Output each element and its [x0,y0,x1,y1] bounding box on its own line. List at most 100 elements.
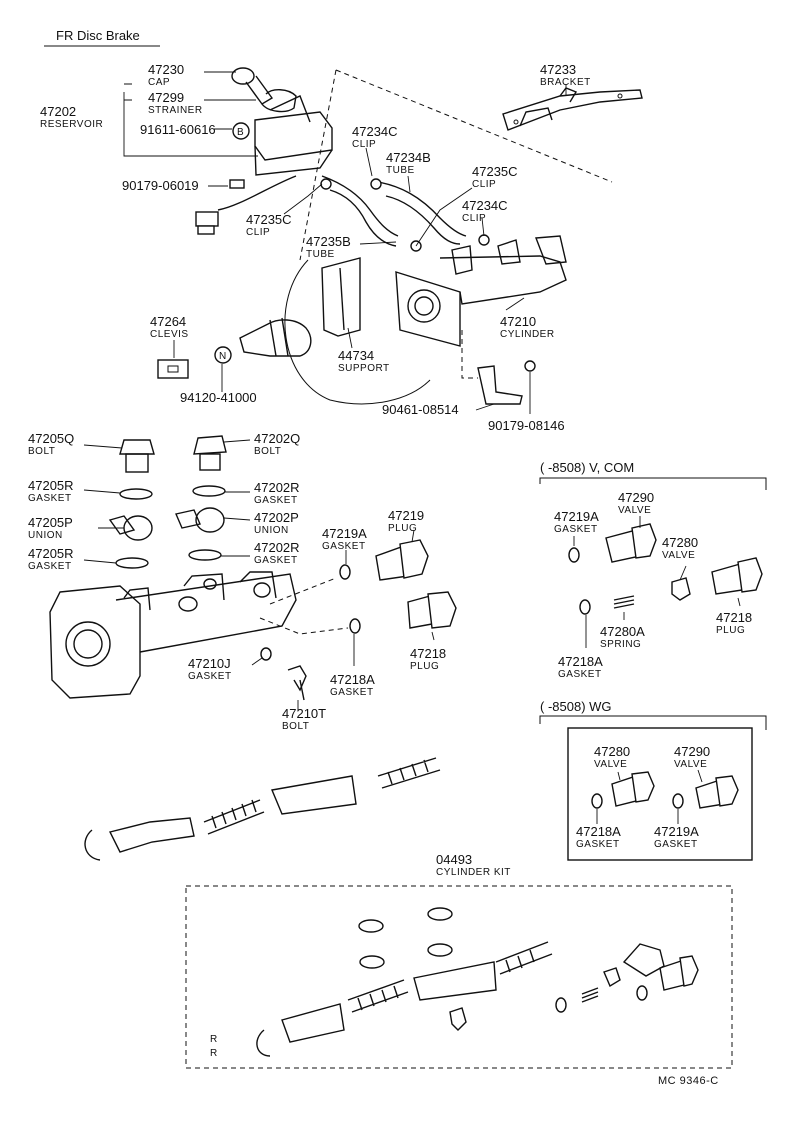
part-name-valve: VALVE [674,759,707,770]
svg-text:R: R [210,1048,218,1059]
bracket-drawing [502,87,643,131]
part-name-gasket: GASKET [28,493,72,504]
part-name-plug: PLUG [716,625,745,636]
group-bracket-wg [539,715,767,730]
mc-dash-1 [269,577,337,605]
footer-code: MC 9346-C [658,1075,719,1087]
part-name-tube: TUBE [306,249,335,260]
part-number-47218: 47218 [410,646,446,661]
reservoir-drawing [195,67,333,235]
part-name-support: SUPPORT [338,363,390,374]
part-number-47219a: 47219A [654,824,699,839]
part-number-47290: 47290 [618,490,654,505]
part-number-47299: 47299 [148,90,184,105]
part-number-44734: 44734 [338,348,374,363]
part-number-47219: 47219 [388,508,424,523]
part-number-47230: 47230 [148,62,184,77]
part-name-gasket: GASKET [254,555,298,566]
part-number-47205r: 47205R [28,546,74,561]
vcom-parts-drawing [568,523,763,615]
mount-dash-line [461,330,478,379]
part-name-reservoir: RESERVOIR [40,119,103,130]
part-name-gasket: GASKET [254,495,298,506]
part-name-bolt: BOLT [282,721,309,732]
wg-box [567,727,753,861]
part-number-47218a: 47218A [576,824,621,839]
part-name-gasket: GASKET [322,541,366,552]
part-name-gasket: GASKET [554,524,598,535]
bracket-dash-line-2 [299,69,337,261]
part-number-47218a: 47218A [330,672,375,687]
cylinder-kit-drawing: R R [210,907,699,1059]
part-number-47205r: 47205R [28,478,74,493]
part-number-47264: 47264 [150,314,186,329]
part-name-union: UNION [28,530,63,541]
bracket-dash-line [335,69,613,183]
part-name-clip: CLIP [472,179,496,190]
booster-drawing [239,235,567,405]
part-name-spring: SPRING [600,639,641,650]
part-name-tube: TUBE [386,165,415,176]
part-number-47210j: 47210J [188,656,231,671]
part-number-47290: 47290 [674,744,710,759]
part-number-47202p: 47202P [254,510,299,525]
part-number-47280a: 47280A [600,624,645,639]
part-name-cylinder-kit: CYLINDER KIT [436,867,511,878]
callout-b: B [237,127,244,138]
part-name-valve: VALVE [618,505,651,516]
hose-drawing [320,175,490,252]
part-name-bolt: BOLT [28,446,55,457]
wg-parts-drawing [591,771,739,809]
part-name-gasket: GASKET [28,561,72,572]
part-name-gasket: GASKET [654,839,698,850]
pistons-springs-drawing [84,757,441,861]
bolts-and-unions-drawing [108,435,227,569]
group-bracket-vcom [539,477,767,490]
part-number-47202q: 47202Q [254,431,300,446]
part-number-04493: 04493 [436,852,472,867]
group-label-wg: ( -8508) WG [540,699,612,714]
part-number-47210: 47210 [500,314,536,329]
part-name-gasket: GASKET [576,839,620,850]
part-name-clip: CLIP [246,227,270,238]
callout-circle-n [214,346,232,364]
leader-lines [83,71,741,824]
part-number-47202r: 47202R [254,540,300,555]
mc-dash-2 [259,617,349,635]
callout-n: N [219,351,227,362]
master-cylinder-drawing [49,571,297,699]
part-name-gasket: GASKET [188,671,232,682]
group-label-vcom: ( -8508) V, COM [540,460,634,475]
clevis-drawing [157,359,189,379]
part-number-47205q: 47205Q [28,431,74,446]
part-number-47235b: 47235B [306,234,351,249]
part-name-clip: CLIP [462,213,486,224]
part-number-47219a: 47219A [322,526,367,541]
plugs-drawing [260,539,457,701]
part-name-cylinder: CYLINDER [500,329,555,340]
part-number-47234c: 47234C [352,124,398,139]
part-name-gasket: GASKET [558,669,602,680]
part-name-union: UNION [254,525,289,536]
part-number-47205p: 47205P [28,515,73,530]
part-number-94120-41000: 94120-41000 [180,390,257,405]
part-number-47202r: 47202R [254,480,300,495]
part-name-valve: VALVE [662,550,695,561]
part-number-47218a: 47218A [558,654,603,669]
part-number-47280: 47280 [662,535,698,550]
part-number-47234b: 47234B [386,150,431,165]
part-number-47234c: 47234C [462,198,508,213]
mount-bracket-drawing [477,365,523,405]
part-number-47233: 47233 [540,62,576,77]
part-name-plug: PLUG [388,523,417,534]
part-number-47210t: 47210T [282,706,326,721]
part-name-plug: PLUG [410,661,439,672]
part-name-strainer: STRAINER [148,105,203,116]
part-name-valve: VALVE [594,759,627,770]
part-name-clevis: CLEVIS [150,329,189,340]
part-number-47280: 47280 [594,744,630,759]
callout-circle-b [232,122,250,140]
part-number-91611-60616: 91611-60616 [140,122,216,137]
diagram-title: FR Disc Brake [56,28,140,43]
